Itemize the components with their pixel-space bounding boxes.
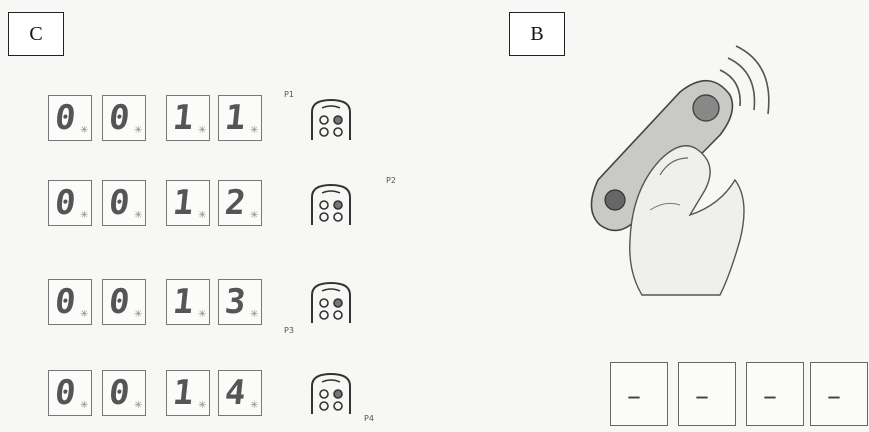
remote-label: P4: [364, 414, 374, 423]
digit-box: 1✳: [166, 279, 210, 325]
digit-box: 0✳: [102, 180, 146, 226]
digit: 0: [107, 373, 131, 413]
panel-label-c: C: [8, 12, 64, 56]
digit-box: 1✳: [166, 180, 210, 226]
remote-control-icon: [300, 372, 362, 416]
digit: 1: [171, 373, 195, 413]
digit: 0: [53, 373, 77, 413]
remote-label: P2: [386, 176, 396, 185]
display-box: –: [610, 362, 668, 426]
digit-box: 0✳: [48, 95, 92, 141]
display-dash: –: [627, 379, 641, 412]
digit: 4: [223, 373, 247, 413]
digit: 0: [107, 183, 131, 223]
digit: 0: [107, 282, 131, 322]
digit-box: 3✳: [218, 279, 262, 325]
display-box: –: [810, 362, 868, 426]
hand-holding-remote-icon: [570, 40, 790, 310]
remote-label: P1: [284, 90, 294, 99]
digit-box: 0✳: [48, 279, 92, 325]
remote-control-icon: [300, 183, 362, 227]
remote-label: P3: [284, 326, 294, 335]
digit-box: 1✳: [166, 95, 210, 141]
remote-control-icon: [300, 281, 362, 325]
digit-box: 1✳: [166, 370, 210, 416]
digit-box: 2✳: [218, 180, 262, 226]
digit-box: 0✳: [48, 370, 92, 416]
display-box: –: [746, 362, 804, 426]
digit: 1: [171, 282, 195, 322]
digit: 1: [223, 98, 247, 138]
digit: 3: [223, 282, 247, 322]
display-dash: –: [763, 379, 777, 412]
digit: 0: [53, 282, 77, 322]
remote-control-icon: [300, 98, 362, 142]
display-dash: –: [827, 379, 841, 412]
digit-box: 0✳: [102, 370, 146, 416]
display-box: –: [678, 362, 736, 426]
digit-box: 4✳: [218, 370, 262, 416]
digit: 0: [53, 98, 77, 138]
display-dash: –: [695, 379, 709, 412]
digit: 1: [171, 98, 195, 138]
digit-box: 0✳: [102, 95, 146, 141]
digit: 0: [107, 98, 131, 138]
digit: 0: [53, 183, 77, 223]
panel-label-b: B: [509, 12, 565, 56]
digit-box: 0✳: [48, 180, 92, 226]
digit: 2: [223, 183, 247, 223]
digit: 1: [171, 183, 195, 223]
digit-box: 0✳: [102, 279, 146, 325]
digit-box: 1✳: [218, 95, 262, 141]
